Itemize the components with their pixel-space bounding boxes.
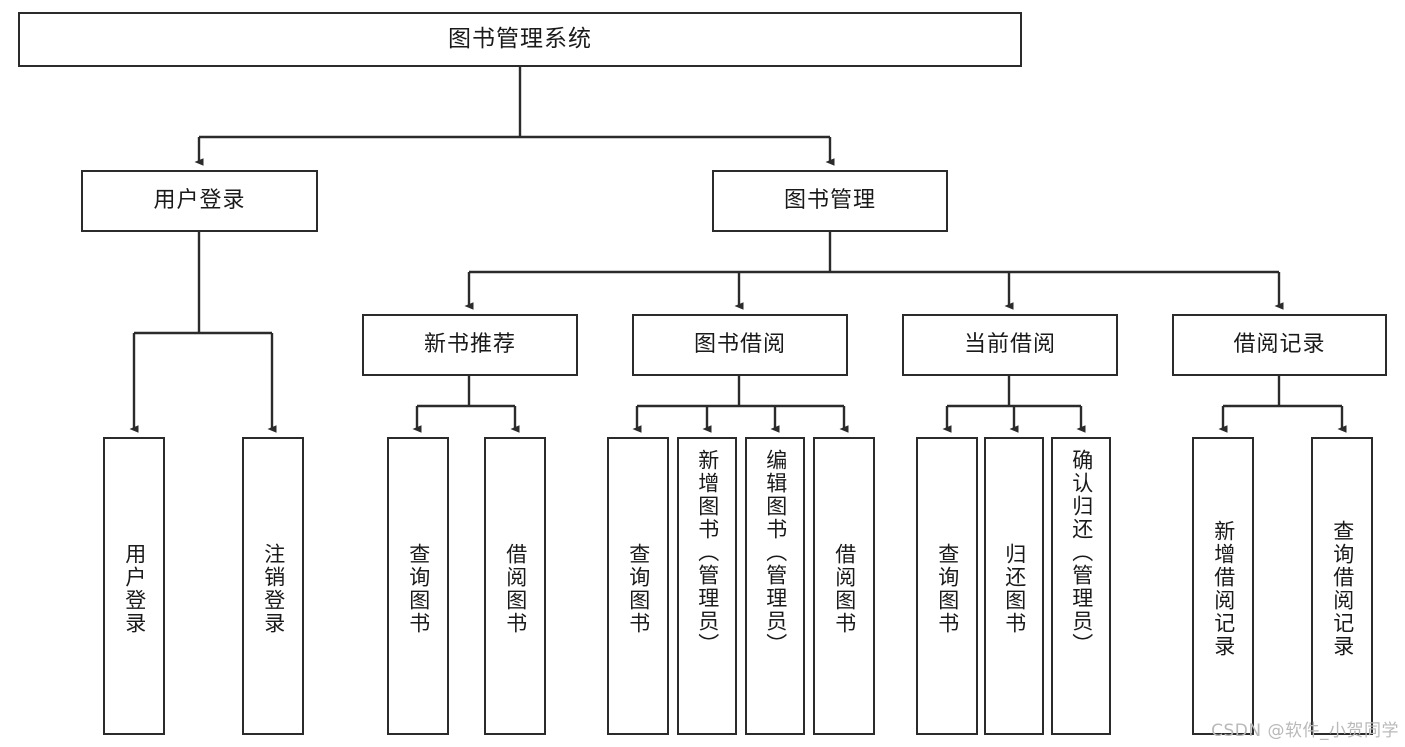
leaf-label: 查询借阅记录 [1330,520,1355,658]
leaf-label: 编辑图书（管理员） [763,449,788,656]
csdn-watermark: CSDN @软件_小贺同学 [1211,721,1399,741]
node-current-borrow[interactable]: 当前借阅 [902,314,1118,376]
leaf-borrow-book-2[interactable]: 借阅图书 [813,437,875,735]
node-book-borrow[interactable]: 图书借阅 [632,314,848,376]
leaf-label: 确认归还（管理员） [1069,449,1094,656]
leaf-label: 用户登录 [122,543,147,635]
leaf-label: 查询图书 [406,543,431,635]
leaf-label: 借阅图书 [832,543,857,635]
leaf-label: 借阅图书 [503,543,528,635]
leaf-confirm-return-admin[interactable]: 确认归还（管理员） [1051,437,1111,735]
leaf-edit-book-admin[interactable]: 编辑图书（管理员） [745,437,805,735]
leaf-borrow-book-1[interactable]: 借阅图书 [484,437,546,735]
leaf-add-borrow-record[interactable]: 新增借阅记录 [1192,437,1254,735]
leaf-query-book-3[interactable]: 查询图书 [916,437,978,735]
leaf-user-logout[interactable]: 注销登录 [242,437,304,735]
leaf-add-book-admin[interactable]: 新增图书（管理员） [677,437,737,735]
leaf-label: 归还图书 [1002,543,1027,635]
leaf-query-book-2[interactable]: 查询图书 [607,437,669,735]
node-new-book-recommend[interactable]: 新书推荐 [362,314,578,376]
node-borrow-record[interactable]: 借阅记录 [1172,314,1387,376]
leaf-user-login[interactable]: 用户登录 [103,437,165,735]
leaf-query-book-1[interactable]: 查询图书 [387,437,449,735]
node-book-manage[interactable]: 图书管理 [712,170,948,232]
leaf-return-book[interactable]: 归还图书 [984,437,1044,735]
leaf-label: 查询图书 [935,543,960,635]
leaf-query-borrow-record[interactable]: 查询借阅记录 [1311,437,1373,735]
node-root[interactable]: 图书管理系统 [18,12,1022,67]
leaf-label: 查询图书 [626,543,651,635]
node-user-login[interactable]: 用户登录 [81,170,318,232]
leaf-label: 新增借阅记录 [1211,520,1236,658]
leaf-label: 注销登录 [261,543,286,635]
leaf-label: 新增图书（管理员） [695,449,720,656]
